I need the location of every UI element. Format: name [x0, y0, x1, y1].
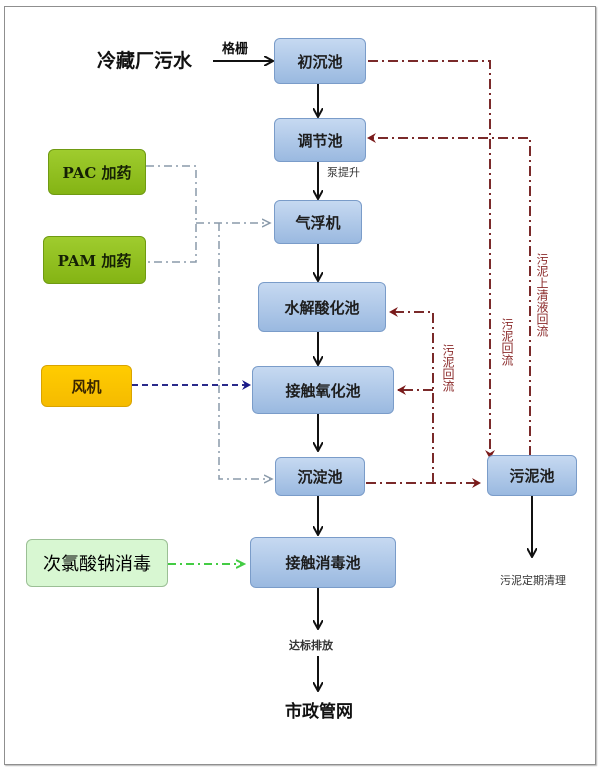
unit-sludge-tank: 污泥池 [487, 455, 577, 496]
line-dosing-to-sedimentation [218, 223, 272, 479]
outlet-label: 市政管网 [285, 702, 353, 722]
unit-pam-dosing: PAM 加药 [43, 236, 146, 284]
pump-lift-label: 泵提升 [327, 166, 360, 179]
sludge-cleanup-label: 污泥定期清理 [500, 574, 566, 587]
sludge-return-label-1: 污泥回流 [441, 344, 455, 392]
diagram-frame [4, 6, 596, 765]
discharge-label: 达标排放 [289, 639, 333, 652]
unit-sedimentation-tank: 沉淀池 [275, 457, 365, 496]
line-primary-to-sludge [368, 60, 495, 459]
unit-contact-oxidation-tank: 接触氧化池 [252, 366, 394, 414]
unit-hypochlorite-disinfection: 次氯酸钠消毒 [26, 539, 168, 587]
unit-primary-settling-tank: 初沉池 [274, 38, 366, 84]
supernatant-return-label: 污泥上清液回流 [535, 253, 549, 337]
unit-hydrolysis-acidification-tank: 水解酸化池 [258, 282, 386, 332]
unit-regulating-tank: 调节池 [274, 118, 366, 162]
unit-air-flotation: 气浮机 [274, 200, 362, 244]
sludge-return-label-2: 污泥回流 [500, 318, 514, 366]
unit-contact-disinfection-tank: 接触消毒池 [250, 537, 396, 588]
unit-pac-dosing: PAC 加药 [48, 149, 146, 195]
source-label: 冷藏厂污水 [97, 50, 193, 72]
line-pac [146, 165, 197, 263]
screen-label: 格栅 [222, 42, 249, 57]
unit-blower: 风机 [41, 365, 132, 407]
line-sludge-return-hydrolysis [389, 307, 434, 483]
line-supernatant-return [367, 133, 531, 456]
